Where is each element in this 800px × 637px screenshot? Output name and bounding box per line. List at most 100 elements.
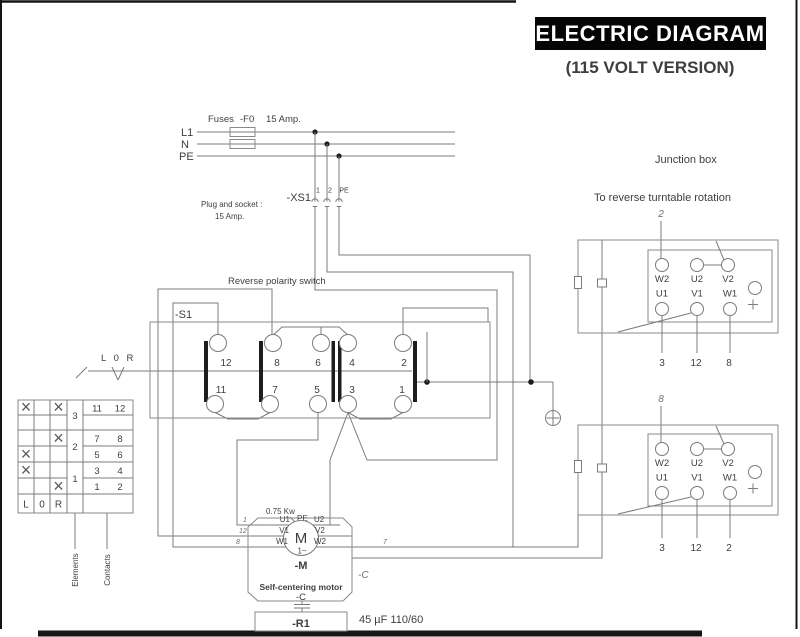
terminal bbox=[723, 486, 737, 500]
svg-text:3: 3 bbox=[94, 466, 99, 477]
terminal bbox=[690, 486, 704, 500]
cable-entry bbox=[574, 460, 582, 473]
motor-symbol: M bbox=[295, 530, 308, 547]
terminal-w2: W2 bbox=[314, 537, 327, 546]
contact-number: 12 bbox=[220, 358, 232, 369]
capacitor-value: 45 µF 110/60 bbox=[359, 614, 423, 626]
title-banner bbox=[535, 17, 766, 50]
contact-table: × × × × × × 11 12 7 8 5 6 3 4 1 2 3 2 1 … bbox=[17, 397, 134, 587]
contact-terminal bbox=[309, 395, 327, 413]
switch-ref: -S1 bbox=[175, 309, 192, 321]
contact-number: 6 bbox=[315, 358, 321, 369]
terminal-u2: U2 bbox=[314, 515, 325, 524]
page-subtitle: (115 VOLT VERSION) bbox=[566, 58, 735, 77]
wire-number: 3 bbox=[659, 358, 665, 369]
wire-number: 8 bbox=[726, 358, 732, 369]
line-pe-label: PE bbox=[179, 151, 194, 163]
terminal-w1: W1 bbox=[276, 537, 289, 546]
plug-socket-xs1: -XS1 1 2 PE Plug and socket : 15 Amp. bbox=[201, 188, 349, 222]
terminal bbox=[721, 258, 735, 272]
plug-socket-rating: 15 Amp. bbox=[215, 212, 244, 221]
switch-caption: Reverse polarity switch bbox=[228, 276, 326, 287]
cable-gland bbox=[748, 281, 762, 295]
capacitor-ref: -C bbox=[296, 592, 306, 603]
svg-text:×: × bbox=[21, 397, 32, 417]
svg-text:R: R bbox=[55, 500, 62, 511]
terminal-label: U1 bbox=[656, 289, 668, 300]
capacitor-label: -C bbox=[358, 570, 369, 581]
terminal bbox=[690, 302, 704, 316]
svg-text:12: 12 bbox=[115, 404, 126, 415]
wire-number: 12 bbox=[690, 543, 702, 554]
motor-name: Self-centering motor bbox=[259, 582, 343, 592]
line-n-label: N bbox=[181, 139, 189, 151]
motor-assembly: 0.75 Kw PE 1 12 8 7 M 1~ U1 V1 W1 U2 V2 … bbox=[236, 507, 423, 632]
terminal-v2: V2 bbox=[315, 526, 325, 535]
junction-box-top: 2 W2 U2 V2 U1 V1 W1 3 12 8 bbox=[574, 209, 779, 369]
title-block: ELECTRIC DIAGRAM (115 VOLT VERSION) bbox=[535, 17, 766, 77]
plug-socket-label: Plug and socket : bbox=[201, 200, 262, 209]
svg-text:0: 0 bbox=[39, 500, 45, 511]
pin-1-label: 1 bbox=[316, 188, 320, 195]
terminal bbox=[655, 258, 669, 272]
terminal bbox=[655, 442, 669, 456]
resistor-box bbox=[254, 611, 348, 632]
table-x-marks: × × × × × × bbox=[21, 397, 64, 496]
svg-text:×: × bbox=[21, 444, 32, 464]
cam-bar bbox=[413, 341, 417, 402]
contact-number: 5 bbox=[314, 385, 320, 396]
contact-number: 7 bbox=[272, 385, 278, 396]
line-l1-label: L1 bbox=[181, 127, 193, 139]
contact-terminal bbox=[394, 395, 412, 413]
page-title: ELECTRIC DIAGRAM bbox=[535, 21, 764, 46]
motor-body bbox=[247, 517, 353, 602]
motor-power: 0.75 Kw bbox=[266, 507, 295, 516]
cam-bar bbox=[331, 341, 335, 402]
terminal-label: V2 bbox=[722, 458, 734, 469]
wire-number: 8 bbox=[236, 539, 240, 546]
svg-text:11: 11 bbox=[92, 404, 102, 415]
svg-text:L: L bbox=[23, 500, 29, 511]
cable-gland bbox=[748, 465, 762, 479]
cam-bar bbox=[204, 341, 208, 402]
switch-outline bbox=[149, 321, 491, 419]
contact-terminal bbox=[312, 334, 330, 352]
fuse-ref: -F0 bbox=[240, 114, 254, 125]
pin-pe-label: PE bbox=[339, 188, 349, 195]
table-element-numbers: 3 2 1 bbox=[72, 411, 77, 485]
terminal-label: W2 bbox=[655, 274, 669, 285]
terminal bbox=[690, 442, 704, 456]
svg-text:7: 7 bbox=[94, 434, 99, 445]
terminal-block bbox=[647, 249, 773, 323]
terminal-u1: U1 bbox=[280, 515, 291, 524]
terminal bbox=[655, 302, 669, 316]
terminal-label: V1 bbox=[691, 289, 703, 300]
contact-number: 8 bbox=[274, 358, 280, 369]
contact-terminal bbox=[264, 334, 282, 352]
terminal-label: W2 bbox=[655, 458, 669, 469]
motor-phase: 1~ bbox=[297, 547, 306, 556]
reverse-polarity-switch: Reverse polarity switch -S1 12 8 6 4 2 1… bbox=[149, 276, 491, 420]
contact-number: 11 bbox=[216, 385, 227, 396]
contact-terminal bbox=[261, 395, 279, 413]
svg-text:×: × bbox=[53, 428, 64, 448]
wire-terminal bbox=[597, 278, 607, 288]
svg-text:2: 2 bbox=[72, 442, 77, 453]
fuse-symbol bbox=[229, 139, 256, 149]
terminal-v1: V1 bbox=[279, 526, 289, 535]
terminal-block bbox=[647, 433, 773, 507]
wire-number: 12 bbox=[239, 528, 247, 535]
svg-text:4: 4 bbox=[117, 466, 122, 477]
motor-ref: -M bbox=[295, 560, 308, 572]
cam-bar bbox=[259, 341, 263, 402]
cable-entry bbox=[574, 276, 582, 289]
svg-text:×: × bbox=[21, 460, 32, 480]
wire-number: 1 bbox=[243, 517, 247, 524]
resistor-ref: -R1 bbox=[292, 618, 310, 630]
motor-circle bbox=[283, 520, 319, 556]
fuse-rating: 15 Amp. bbox=[266, 114, 301, 125]
elements-axis-label: Elements bbox=[71, 553, 80, 586]
capacitor-symbol bbox=[294, 601, 310, 612]
contact-number: 2 bbox=[401, 358, 407, 369]
